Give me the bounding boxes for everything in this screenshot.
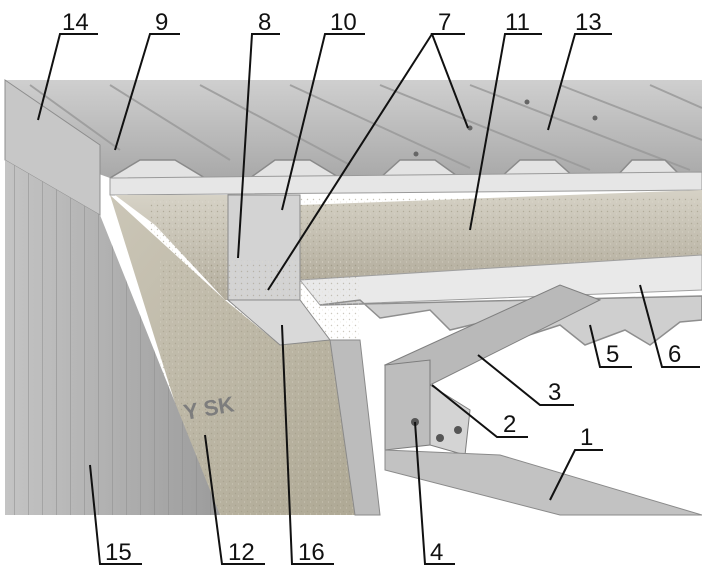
leader-10	[281, 33, 365, 211]
leader-7-bottom	[267, 33, 433, 291]
roof-edge-strip	[109, 171, 702, 196]
leader-15	[89, 464, 142, 565]
wall-sheet-ribs	[5, 160, 220, 515]
leader-12	[204, 434, 265, 565]
callout-16: 16	[298, 539, 325, 566]
illustration: Y SK	[4, 79, 702, 516]
callout-6: 6	[668, 341, 681, 368]
bolts-4	[411, 418, 462, 442]
callout-7: 7	[438, 9, 451, 36]
callout-14: 14	[62, 9, 89, 36]
leader-5	[589, 324, 632, 368]
leader-16	[281, 324, 334, 565]
leader-1	[549, 449, 603, 501]
leader-14	[37, 33, 98, 121]
leader-6	[639, 284, 700, 368]
callout-8: 8	[258, 9, 271, 36]
callout-15: 15	[105, 539, 132, 566]
leader-2	[431, 384, 528, 438]
callouts: 14 9 8 10 7 11 13 6 5 3 2 1	[37, 9, 700, 566]
callout-1: 1	[580, 424, 593, 451]
leader-13	[547, 33, 612, 131]
leader-11	[469, 33, 542, 231]
roof-ribs	[29, 84, 702, 171]
leader-3	[477, 354, 574, 406]
angle-bracket-2	[384, 359, 431, 451]
leader-9	[114, 33, 180, 151]
callout-11: 11	[505, 9, 530, 36]
callout-5: 5	[606, 341, 619, 368]
roof-screws	[413, 99, 598, 157]
wall-girt-1	[384, 449, 702, 516]
callout-12: 12	[228, 539, 255, 566]
callout-2: 2	[503, 411, 516, 438]
callout-10: 10	[330, 9, 357, 36]
leader-4	[414, 421, 455, 565]
callout-3: 3	[548, 379, 561, 406]
callout-13: 13	[575, 9, 602, 36]
wall-sheet-right	[329, 339, 381, 516]
leader-8	[237, 33, 280, 259]
roof-top-sheet	[5, 80, 702, 178]
callout-4: 4	[430, 539, 443, 566]
callout-9: 9	[155, 9, 168, 36]
